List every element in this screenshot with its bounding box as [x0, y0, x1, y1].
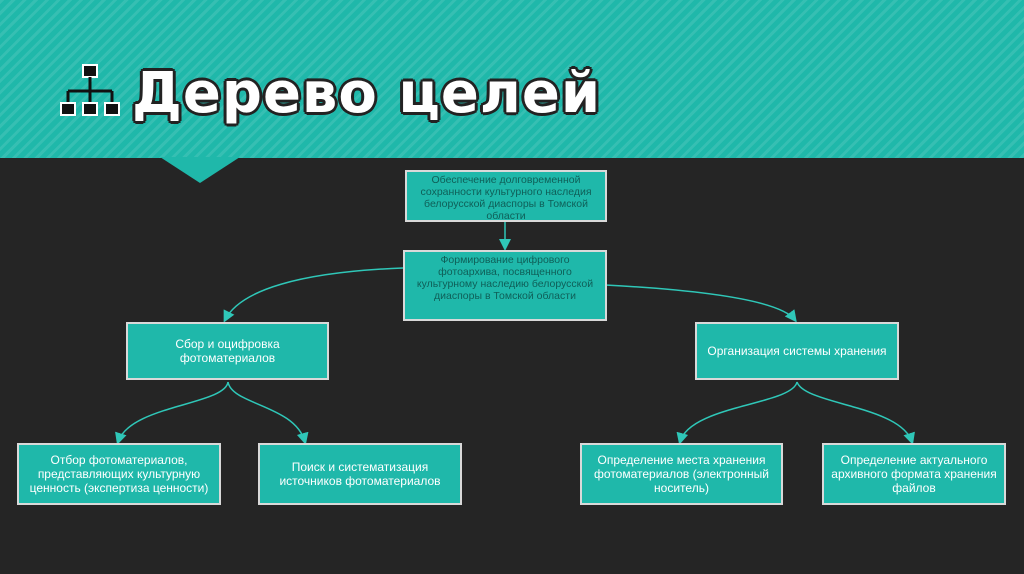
- node-right-branch: Организация системы хранения: [695, 322, 899, 380]
- node-right-child-2: Определение актуального архивного формат…: [822, 443, 1006, 505]
- connector-right-to-child2: [796, 381, 915, 445]
- node-left-child-1: Отбор фотоматериалов, представляющих кул…: [17, 443, 221, 505]
- connector-task-to-left: [223, 267, 404, 323]
- connector-right-to-child1: [676, 381, 798, 445]
- node-goal: Обеспечение долговременной сохранности к…: [405, 170, 607, 222]
- node-main-task: Формирование цифрового фотоархива, посвя…: [403, 250, 607, 321]
- connector-left-to-child1: [115, 381, 229, 445]
- node-right-child-1: Определение места хранения фотоматериало…: [580, 443, 783, 505]
- connector-task-to-right: [604, 284, 797, 323]
- node-left-child-2: Поиск и систематизация источников фотома…: [258, 443, 462, 505]
- title-area: Дерево целей: [58, 58, 601, 128]
- connector-left-to-child2: [227, 381, 309, 445]
- header-banner: [0, 0, 1024, 158]
- hierarchy-icon: [60, 64, 120, 116]
- banner-notch: [160, 157, 240, 183]
- node-left-branch: Сбор и оцифровка фотоматериалов: [126, 322, 329, 380]
- page-title: Дерево целей: [132, 60, 602, 126]
